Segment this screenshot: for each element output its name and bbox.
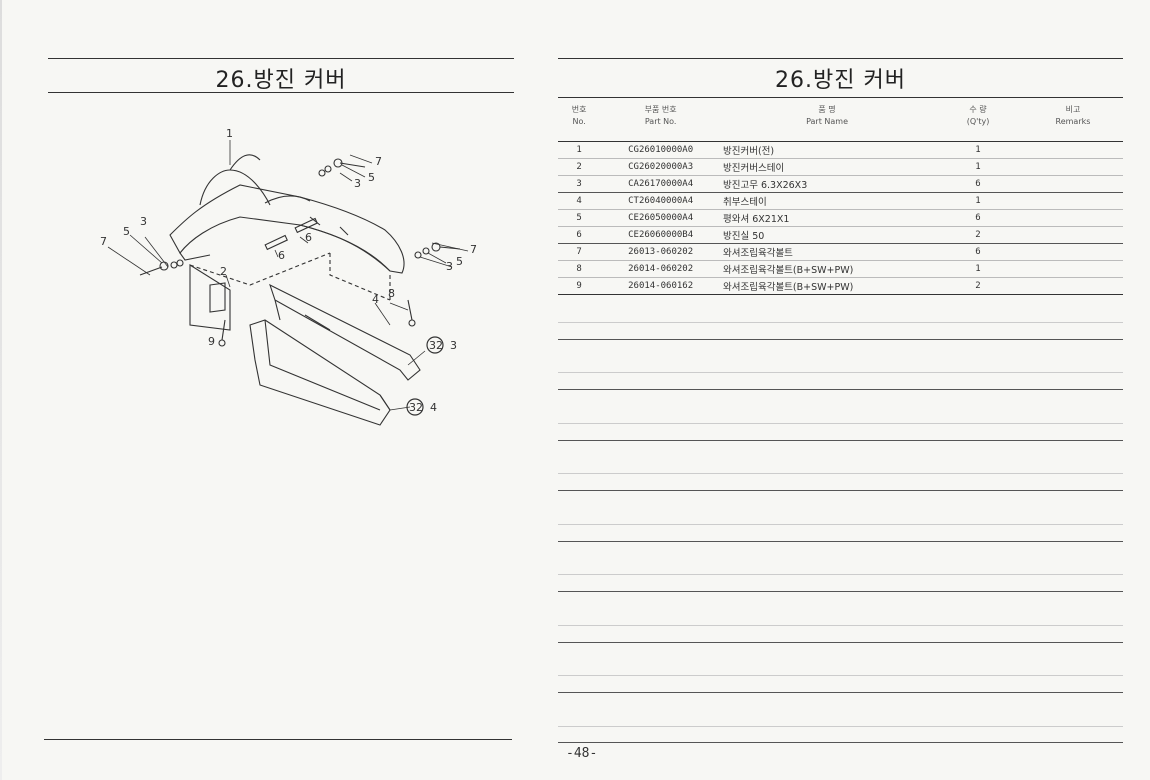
left-page: 26.방진 커버 <box>0 0 540 780</box>
ruled-line <box>558 541 1123 542</box>
callout-3: 3 <box>446 260 453 273</box>
callout-5: 5 <box>368 171 375 184</box>
ruled-line <box>558 574 1123 575</box>
title-rule-top <box>558 58 1123 59</box>
callout-7: 7 <box>470 243 477 256</box>
callout-7: 7 <box>375 155 382 168</box>
exploded-parts-diagram: 1 2 3 5 7 7 5 3 7 5 3 6 6 9 4 8 32 3 32 … <box>100 127 477 426</box>
callout-3: 3 <box>140 215 147 228</box>
ruled-line <box>558 372 1123 373</box>
callout-1: 1 <box>226 127 233 140</box>
dust-seal <box>264 234 288 251</box>
cover-stay <box>189 264 231 331</box>
ruled-line <box>558 642 1123 643</box>
mounting-stay <box>269 283 421 381</box>
callout-2: 2 <box>220 265 227 278</box>
callout-8: 8 <box>388 287 395 300</box>
callout-6: 6 <box>305 231 312 244</box>
callout-6: 6 <box>278 249 285 262</box>
callout-5: 5 <box>123 225 130 238</box>
title-rule-bottom <box>558 97 1123 98</box>
title-rule-bottom <box>48 92 514 93</box>
dust-cover-body <box>169 184 405 274</box>
ref-part-number: 3 <box>450 339 457 352</box>
page-title: 26.방진 커버 <box>775 68 906 93</box>
reference-circle <box>406 398 424 416</box>
scan-edge <box>0 0 2 780</box>
ruled-line <box>558 389 1123 390</box>
ruled-line <box>558 322 1123 323</box>
callout-9: 9 <box>208 335 215 348</box>
footer-rule <box>44 739 512 740</box>
ruled-line <box>558 726 1123 727</box>
ruled-line <box>558 473 1123 474</box>
callout-5: 5 <box>456 255 463 268</box>
page-title: 26.방진 커버 <box>215 68 347 93</box>
ruled-line <box>558 675 1123 676</box>
ruled-line <box>558 692 1123 693</box>
reference-circle <box>426 336 444 354</box>
ruled-line <box>558 490 1123 491</box>
callout-4: 4 <box>372 293 379 306</box>
ruled-line <box>558 625 1123 626</box>
bottom-bracket <box>249 319 391 426</box>
ruled-line <box>558 339 1123 340</box>
ref-figure-number: 32 <box>429 339 443 352</box>
callout-3: 3 <box>354 177 361 190</box>
title-rule-top <box>48 58 514 59</box>
ruled-line <box>558 591 1123 592</box>
ref-part-number: 4 <box>430 401 437 414</box>
ruled-line <box>558 440 1123 441</box>
ruled-line <box>558 524 1123 525</box>
header-qty: 수 량(Q'ty) <box>933 100 1023 142</box>
ruled-line <box>558 423 1123 424</box>
page-number: -48- <box>566 746 598 761</box>
ruled-line <box>558 742 1123 743</box>
ref-figure-number: 32 <box>409 401 423 414</box>
callout-7: 7 <box>100 235 107 248</box>
